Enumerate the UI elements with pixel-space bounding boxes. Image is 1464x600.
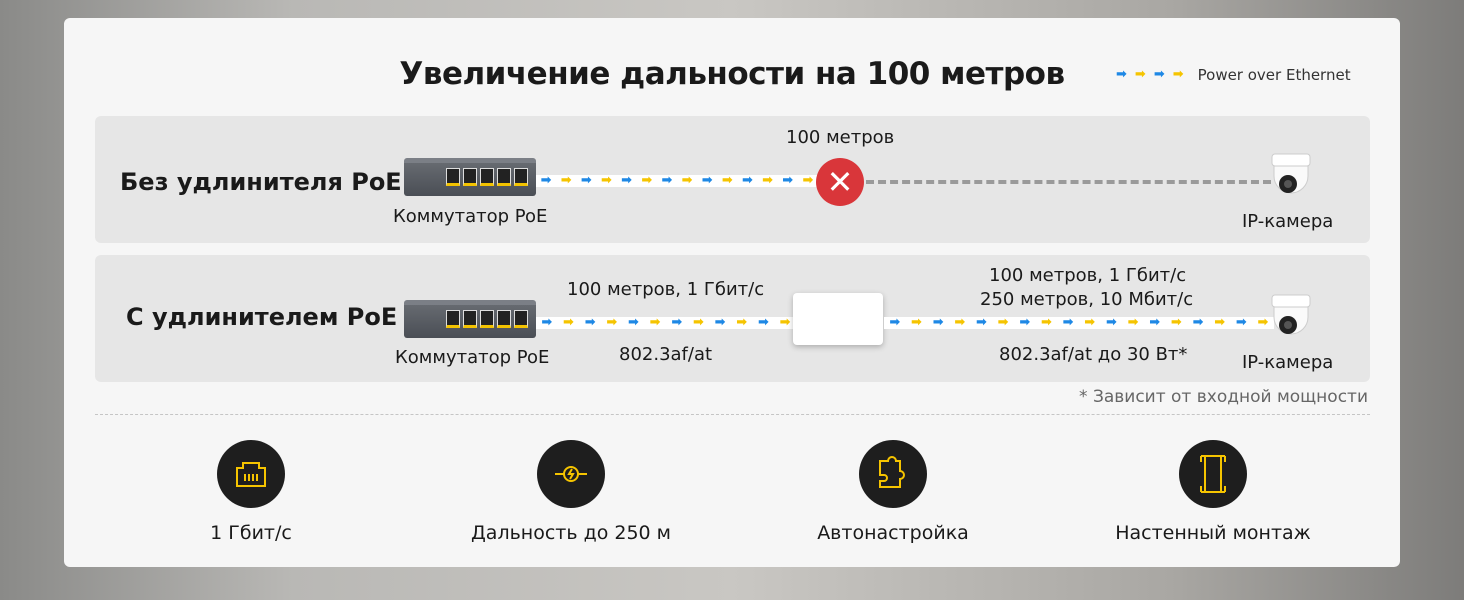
arrow-icon: ➡ bbox=[692, 317, 704, 329]
arrow-icon: ➡ bbox=[641, 175, 653, 187]
left-standard-label: 802.3af/at bbox=[619, 344, 713, 365]
arrow-icon: ➡ bbox=[649, 317, 661, 329]
feature-gigabit: 1 Гбит/с bbox=[101, 440, 401, 544]
arrow-icon: ➡ bbox=[1062, 317, 1074, 329]
arrow-icon: ➡ bbox=[661, 175, 673, 187]
arrow-icon: ➡ bbox=[802, 175, 814, 187]
arrow-icon: ➡ bbox=[779, 317, 791, 329]
legend: ➡ ➡ ➡ ➡ Power over Ethernet bbox=[1116, 66, 1351, 84]
arrow-icon: ➡ bbox=[628, 317, 639, 329]
right-standard-label: 802.3af/at до 30 Вт* bbox=[999, 344, 1188, 365]
arrow-icon: ➡ bbox=[757, 317, 769, 329]
arrow-icon: ➡ bbox=[954, 317, 966, 329]
arrow-icon: ➡ bbox=[621, 175, 633, 187]
right-speed-label-1: 100 метров, 1 Гбит/с bbox=[989, 265, 1187, 286]
arrow-icon: ➡ bbox=[932, 317, 944, 329]
legend-label: Power over Ethernet bbox=[1197, 66, 1351, 84]
arrow-icon: ➡ bbox=[721, 175, 733, 187]
arrow-icon: ➡ bbox=[1084, 317, 1096, 329]
arrow-icon: ➡ bbox=[911, 317, 922, 329]
arrow-icon: ➡ bbox=[606, 317, 618, 329]
feature-label: Дальность до 250 м bbox=[470, 522, 672, 544]
left-speed-label: 100 метров, 1 Гбит/с bbox=[567, 279, 765, 300]
switch-label: Коммутатор PoE bbox=[393, 206, 548, 227]
arrow-icon: ➡ bbox=[1170, 317, 1182, 329]
arrow-icon: ➡ bbox=[742, 175, 753, 187]
arrow-icon: ➡ bbox=[782, 175, 794, 187]
arrow-icon: ➡ bbox=[701, 175, 713, 187]
arrow-icon: ➡ bbox=[1214, 317, 1226, 329]
arrow-icon: ➡ bbox=[580, 175, 592, 187]
feature-label: 1 Гбит/с bbox=[210, 522, 292, 544]
poe-line-right: ➡ ➡ ➡ ➡ ➡ ➡ ➡ ➡ ➡ ➡ ➡ ➡ ➡ ➡ ➡ ➡ ➡ ➡ bbox=[884, 317, 1274, 329]
arrow-icon: ➡ bbox=[997, 317, 1009, 329]
arrow-icon: ➡ bbox=[540, 175, 552, 187]
row1-label: Без удлинителя PoE bbox=[120, 168, 402, 196]
power-range-icon bbox=[537, 440, 605, 508]
row2-label: С удлинителем PoE bbox=[126, 303, 398, 331]
poe-extender-image bbox=[793, 293, 883, 345]
divider bbox=[95, 414, 1370, 415]
arrow-icon: ➡ bbox=[584, 317, 596, 329]
arrow-icon: ➡ bbox=[1192, 317, 1204, 329]
arrow-icon: ➡ bbox=[714, 317, 726, 329]
feature-label: Настенный монтаж bbox=[1115, 522, 1311, 544]
arrow-icon: ➡ bbox=[1040, 317, 1052, 329]
camera-label: IP-камера bbox=[1242, 352, 1334, 373]
ip-camera-icon bbox=[1271, 153, 1311, 194]
arrow-icon: ➡ bbox=[736, 317, 748, 329]
right-speed-label-2: 250 метров, 10 Мбит/с bbox=[980, 289, 1194, 310]
fail-x-icon: ✕ bbox=[816, 158, 864, 206]
arrow-icon: ➡ bbox=[671, 317, 683, 329]
arrow-icon: ➡ bbox=[1116, 67, 1127, 82]
arrow-icon: ➡ bbox=[1235, 317, 1247, 329]
arrow-icon: ➡ bbox=[563, 317, 574, 329]
arrow-icon: ➡ bbox=[1172, 67, 1184, 82]
arrow-icon: ➡ bbox=[560, 175, 572, 187]
feature-label: Автонастройка bbox=[817, 522, 969, 544]
arrow-icon: ➡ bbox=[889, 317, 901, 329]
ip-camera-icon bbox=[1271, 294, 1311, 335]
arrow-icon: ➡ bbox=[1257, 317, 1269, 329]
arrow-icon: ➡ bbox=[1149, 317, 1161, 329]
feature-autoconfig: Автонастройка bbox=[743, 440, 1043, 544]
arrow-icon: ➡ bbox=[601, 175, 612, 187]
arrow-icon: ➡ bbox=[1127, 317, 1139, 329]
poe-switch-image bbox=[404, 158, 536, 196]
feature-range: Дальность до 250 м bbox=[421, 440, 721, 544]
switch-label: Коммутатор PoE bbox=[395, 347, 550, 368]
poe-line: ➡ ➡ ➡ ➡ ➡ ➡ ➡ ➡ ➡ ➡ ➡ ➡ ➡ ➡ bbox=[536, 175, 818, 187]
arrow-icon: ➡ bbox=[1105, 317, 1117, 329]
camera-label: IP-камера bbox=[1242, 211, 1334, 232]
arrow-icon: ➡ bbox=[1019, 317, 1031, 329]
footnote: * Зависит от входной мощности bbox=[1079, 387, 1368, 407]
puzzle-icon bbox=[859, 440, 927, 508]
ethernet-port-icon bbox=[217, 440, 285, 508]
arrow-icon: ➡ bbox=[976, 317, 987, 329]
poe-line-left: ➡ ➡ ➡ ➡ ➡ ➡ ➡ ➡ ➡ ➡ ➡ ➡ bbox=[536, 317, 796, 329]
page-title: Увеличение дальности на 100 метров bbox=[399, 56, 1065, 92]
poe-switch-image bbox=[404, 300, 536, 338]
arrow-icon: ➡ bbox=[762, 175, 774, 187]
wall-mount-icon bbox=[1179, 440, 1247, 508]
arrow-icon: ➡ bbox=[541, 317, 553, 329]
broken-line bbox=[866, 180, 1271, 184]
feature-wall-mount: Настенный монтаж bbox=[1063, 440, 1363, 544]
distance-label: 100 метров bbox=[786, 127, 895, 148]
arrow-icon: ➡ bbox=[1153, 67, 1165, 82]
arrow-icon: ➡ bbox=[1134, 67, 1146, 82]
arrow-icon: ➡ bbox=[681, 175, 693, 187]
